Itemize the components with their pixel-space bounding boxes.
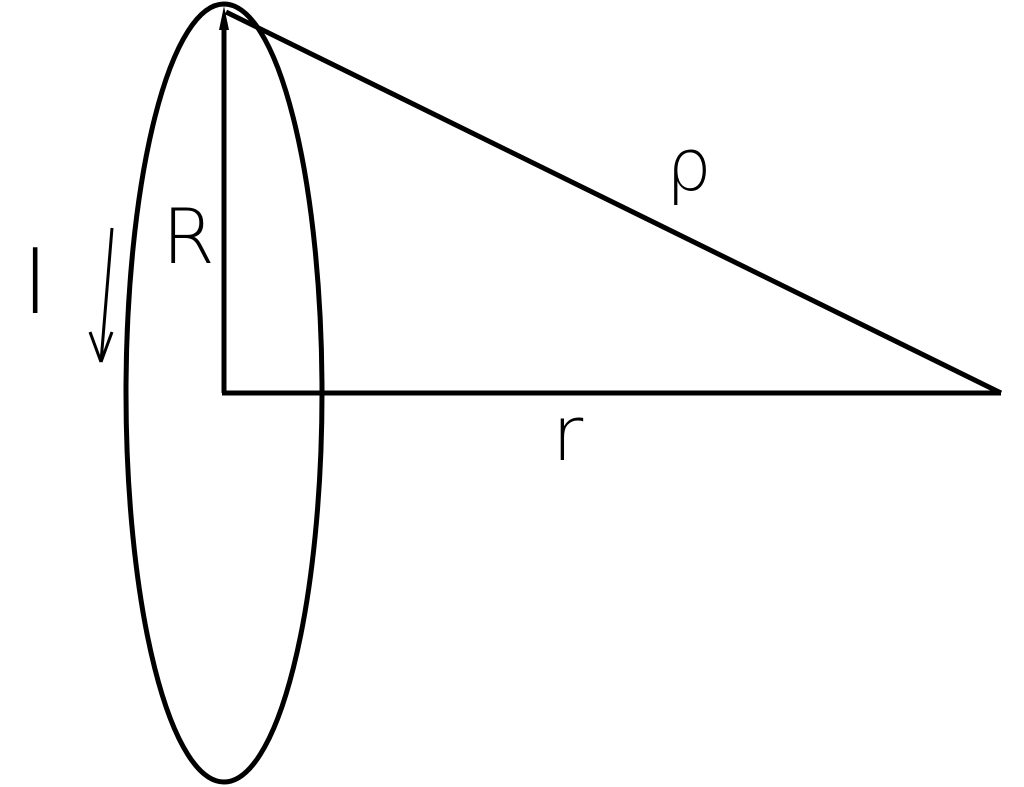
current-direction-arrow-icon <box>88 227 114 363</box>
axis-distance-label: r <box>552 389 584 478</box>
slant-distance-line <box>224 9 1003 396</box>
current-label: I <box>22 230 49 335</box>
radius-arrowhead-icon <box>219 6 229 30</box>
radius-label: R <box>162 192 215 281</box>
slant-distance-label: ρ <box>666 123 712 207</box>
